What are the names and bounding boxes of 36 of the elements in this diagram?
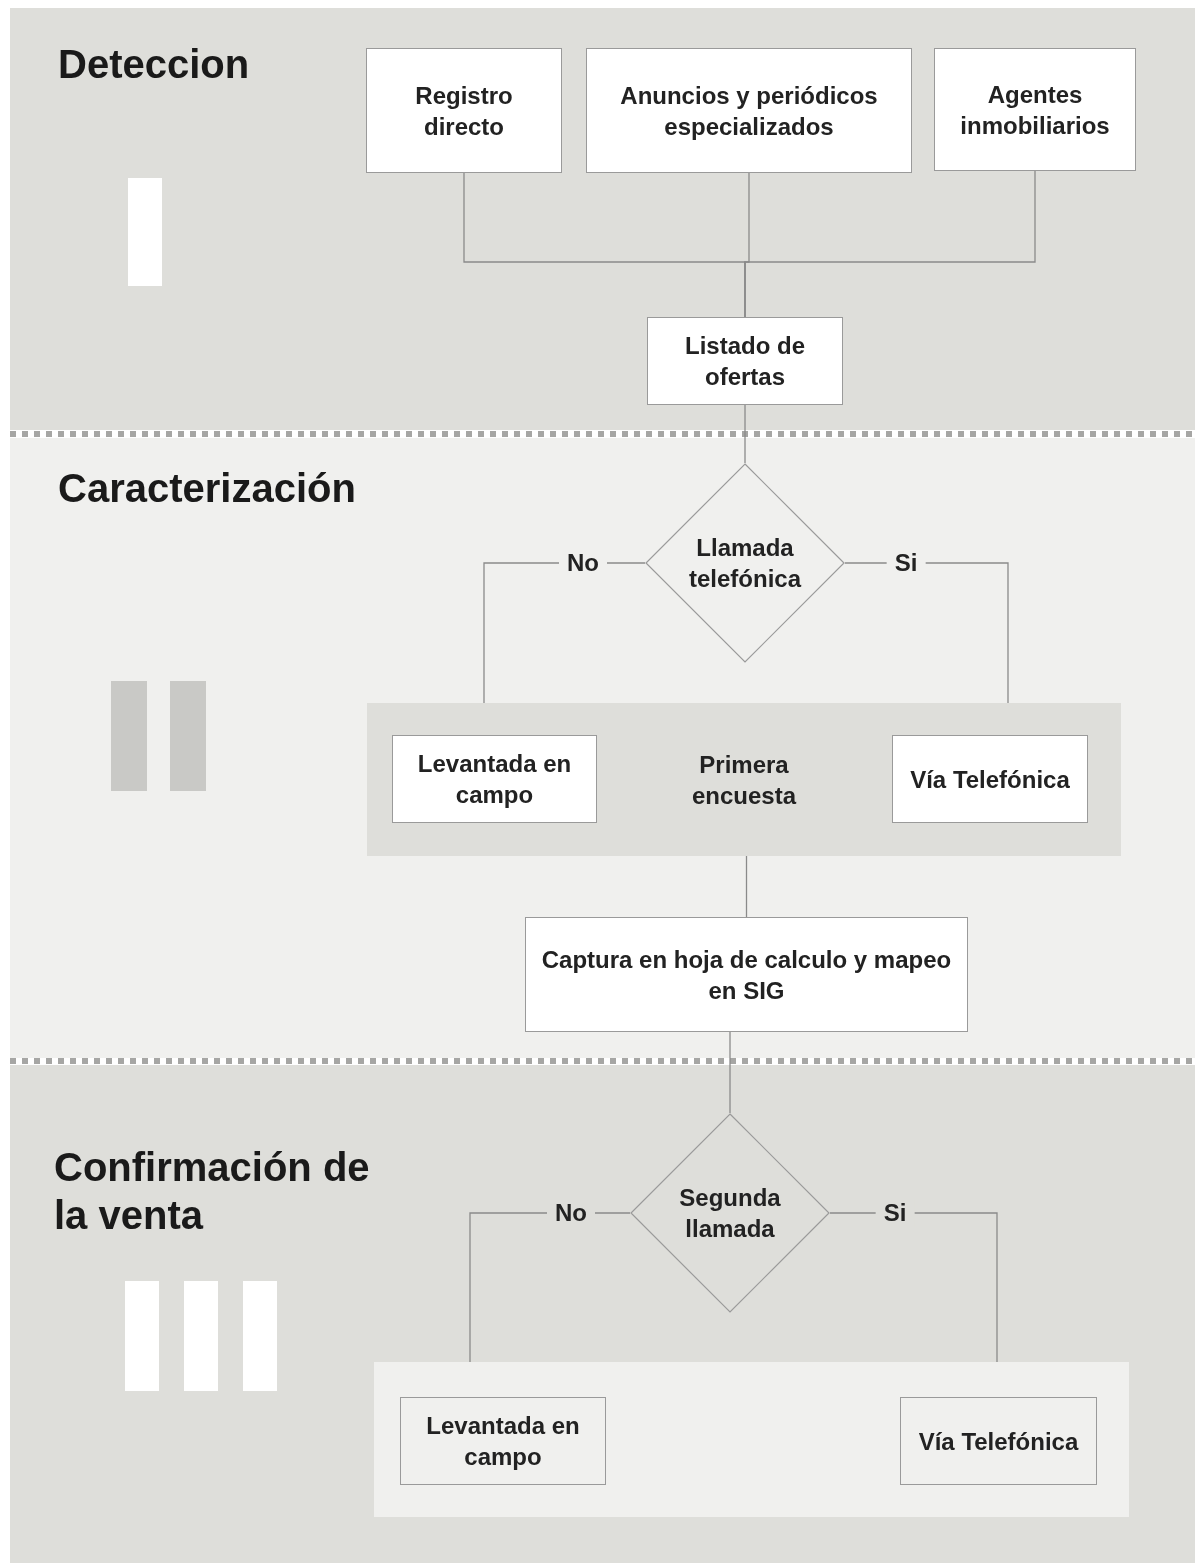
node-label: Llamada telefónica (688, 533, 803, 594)
section-band (10, 8, 1195, 430)
connector-line (744, 404, 746, 464)
node-label: Registro directo (414, 80, 514, 142)
node-label: Vía Telefónica (918, 1426, 1079, 1457)
node-label: Levantada en campo (416, 749, 573, 810)
process-box (647, 317, 843, 405)
connector-line (729, 1031, 731, 1114)
node-label: Captura en hoja de calculo y mapeo en SIG (540, 944, 953, 1006)
decision-diamond (645, 463, 845, 663)
panel-box (374, 1362, 1129, 1517)
process-box (366, 48, 562, 173)
node-label: Anuncios y periódicos especializados (619, 80, 879, 142)
connector-line (745, 855, 748, 918)
process-box (400, 1397, 606, 1485)
connector-line (744, 170, 1036, 318)
node-label: Levantada en campo (425, 1411, 581, 1472)
process-box (934, 48, 1136, 171)
node-label: Listado de ofertas (684, 331, 806, 392)
section-heading: Deteccion (58, 41, 251, 88)
process-box (892, 735, 1088, 823)
section-band (10, 438, 1195, 1058)
node-label: Segunda llamada (678, 1183, 782, 1244)
group-panel (367, 703, 1121, 856)
section-heading: Confirmación de la venta (54, 1144, 371, 1239)
process-box (900, 1397, 1097, 1485)
decision-diamond (630, 1113, 830, 1313)
node-label: Primera encuesta (690, 749, 798, 811)
process-box (586, 48, 912, 173)
section-heading: Caracterización (58, 465, 357, 512)
process-box (392, 735, 597, 823)
connector-line (829, 1212, 998, 1363)
process-box (525, 917, 968, 1032)
node-label: Agentes inmobiliarios (959, 79, 1111, 141)
node-label: Vía Telefónica (910, 764, 1070, 795)
section-band (10, 1065, 1195, 1563)
